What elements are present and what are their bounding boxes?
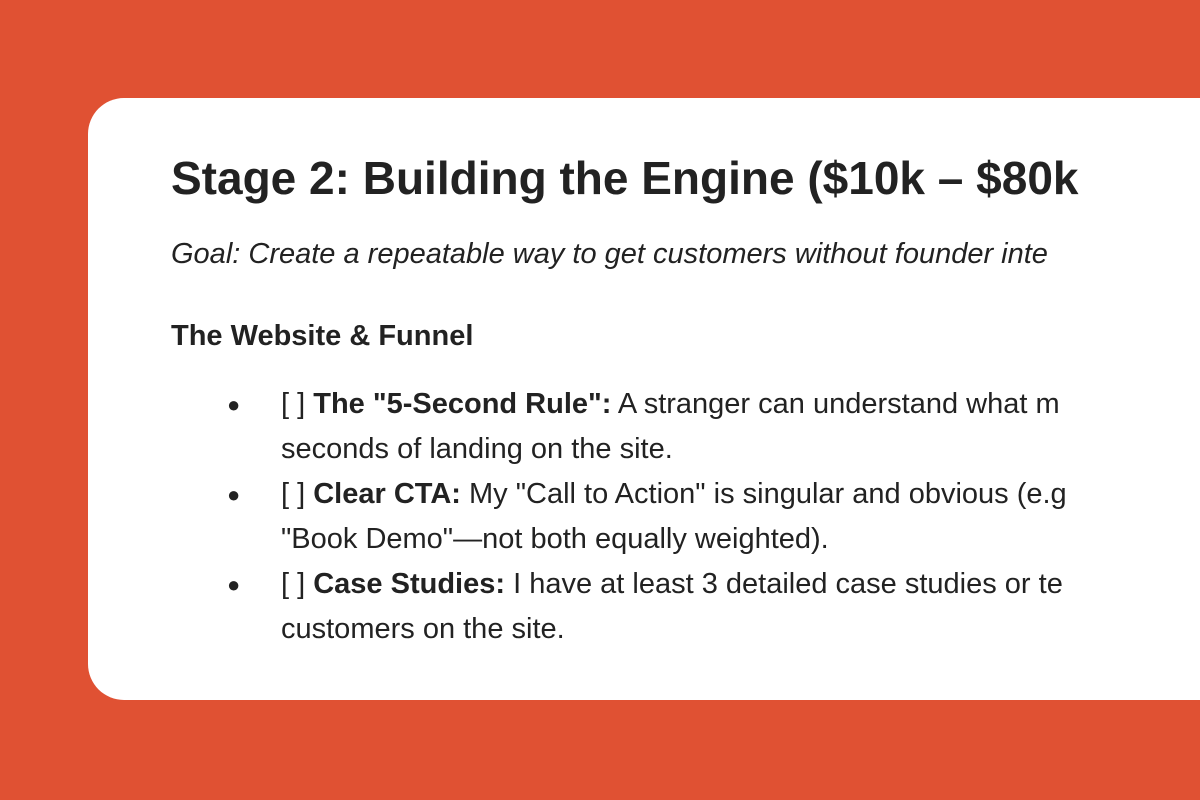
checklist-item-text: A stranger can understand what m bbox=[617, 388, 1060, 420]
checklist-item-case-studies: ● [ ] Case Studies: I have at least 3 de… bbox=[227, 562, 1067, 652]
checklist-item-text: My "Call to Action" is singular and obvi… bbox=[469, 478, 1067, 510]
goal-text: Goal: Create a repeatable way to get cus… bbox=[171, 238, 1048, 270]
checklist-item-label: Case Studies: bbox=[313, 568, 506, 600]
checklist-item-label: Clear CTA: bbox=[313, 478, 461, 510]
checklist-item-continuation: customers on the site. bbox=[281, 613, 565, 645]
checklist-item-line: [ ] Case Studies: I have at least 3 deta… bbox=[281, 562, 1067, 607]
checklist-item-5-second-rule: ● [ ] The "5-Second Rule": A stranger ca… bbox=[227, 382, 1067, 472]
checklist-item-line: [ ] Clear CTA: My "Call to Action" is si… bbox=[281, 472, 1067, 517]
checkbox-marker[interactable]: [ ] bbox=[281, 568, 306, 600]
checklist: ● [ ] The "5-Second Rule": A stranger ca… bbox=[227, 382, 1067, 652]
checklist-item-line: [ ] The "5-Second Rule": A stranger can … bbox=[281, 382, 1067, 427]
bullet-icon: ● bbox=[227, 482, 241, 507]
checkbox-marker[interactable]: [ ] bbox=[281, 478, 306, 510]
checklist-item-clear-cta: ● [ ] Clear CTA: My "Call to Action" is … bbox=[227, 472, 1067, 562]
document-card: Stage 2: Building the Engine ($10k – $80… bbox=[88, 98, 1200, 700]
bullet-icon: ● bbox=[227, 392, 241, 417]
checklist-item-text: I have at least 3 detailed case studies … bbox=[513, 568, 1063, 600]
checklist-item-label: The "5-Second Rule": bbox=[313, 388, 612, 420]
page-title: Stage 2: Building the Engine ($10k – $80… bbox=[171, 152, 1079, 204]
bullet-icon: ● bbox=[227, 572, 241, 597]
section-heading: The Website & Funnel bbox=[171, 320, 474, 352]
checklist-item-continuation: "Book Demo"—not both equally weighted). bbox=[281, 523, 829, 555]
checklist-item-continuation: seconds of landing on the site. bbox=[281, 433, 673, 465]
checkbox-marker[interactable]: [ ] bbox=[281, 388, 306, 420]
